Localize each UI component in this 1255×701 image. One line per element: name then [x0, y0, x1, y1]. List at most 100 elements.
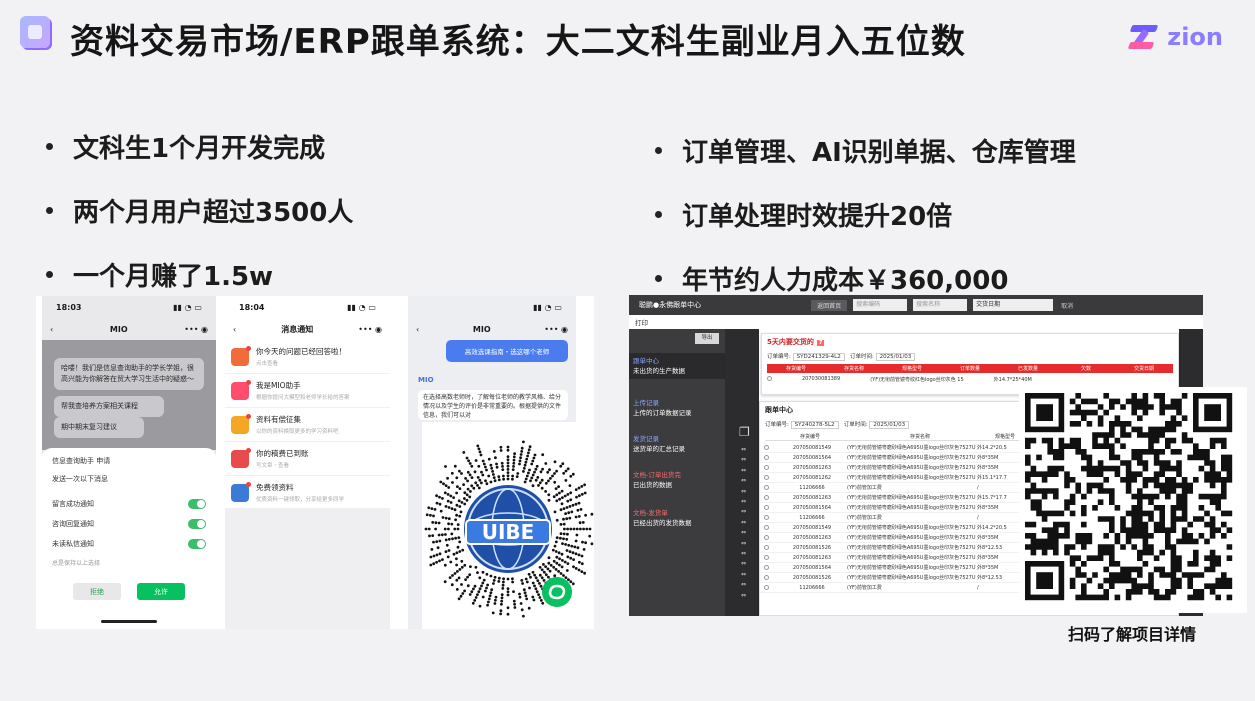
drag-handle-icon[interactable]: ⇔ — [741, 487, 747, 495]
signal-icon: ▮▮ ◔ ▭ — [533, 302, 562, 312]
row-radio[interactable] — [764, 535, 769, 540]
bullet-dot-icon — [655, 275, 662, 282]
drag-handle-icon[interactable]: ⇔ — [741, 466, 747, 474]
row-radio[interactable] — [764, 475, 769, 480]
bullet-dot-icon — [46, 271, 53, 278]
table-row[interactable]: 207050081564(YF)无衔前管镜粤磨砂绿色A695U墨logo丝印灰色… — [760, 563, 1178, 573]
drag-handle-icon[interactable]: ⇔ — [741, 518, 747, 526]
row-radio[interactable] — [764, 585, 769, 590]
drag-handle-icon[interactable]: ⇔ — [741, 570, 747, 578]
table-row[interactable]: 207050081263(YF)无衔前管镜粤磨砂绿色A695U墨logo丝印灰色… — [760, 463, 1178, 473]
row-radio[interactable] — [764, 485, 769, 490]
table-row[interactable]: 11206666(YF)前管加工费/ — [760, 513, 1178, 523]
back-icon[interactable]: ‹ — [50, 324, 54, 334]
deny-button[interactable]: 拒绝 — [73, 583, 121, 600]
table-row[interactable]: 207050081564(YF)无衔前管镜粤磨砂绿色A695U墨logo丝印灰色… — [760, 503, 1178, 513]
row-radio[interactable] — [764, 515, 769, 520]
more-icon[interactable]: ••• ◉ — [184, 324, 208, 334]
erp-print-bar[interactable]: 打印 — [629, 315, 1203, 329]
drag-handle-icon[interactable]: ⇔ — [741, 456, 747, 464]
drag-handle-icon[interactable]: ⇔ — [741, 477, 747, 485]
row-radio[interactable] — [764, 555, 769, 560]
erp-name-input[interactable]: 搜索名称 — [913, 299, 968, 311]
drag-handle-icon[interactable]: ⇔ — [741, 529, 747, 537]
table-row[interactable]: 207050081526(YF)无衔前管镜粤磨砂绿色A695U墨logo丝印灰色… — [760, 543, 1178, 553]
erp-cancel[interactable]: 取消 — [1061, 302, 1074, 310]
copy-icon[interactable]: ❐ — [739, 425, 750, 439]
drag-handle-icon[interactable]: ⇔ — [741, 539, 747, 547]
notification-item[interactable]: 免费领资料优质资料一键领取，分享给更多同学 — [225, 476, 390, 510]
toggle-row: 留言成功通知 — [52, 494, 206, 514]
erp-topbar: 聪鹏●永佛跟单中心 返回首页 搜索编码 搜索名称 交货日期 取消 — [629, 295, 1203, 315]
table-row[interactable]: 207050081549(YF)无衔前管镜粤磨砂绿色A695U墨logo丝印灰色… — [760, 443, 1178, 453]
erp-home-button[interactable]: 返回首页 — [811, 299, 848, 311]
chat-bubble[interactable]: 期中期末复习建议 — [54, 417, 144, 438]
table-row[interactable]: 207050081564(YF)无衔前管镜粤磨砂绿色A695U墨logo丝印灰色… — [760, 453, 1178, 463]
erp-date-filter[interactable]: 交货日期 — [973, 299, 1054, 311]
table-row[interactable]: 207050081262(YF)无衔前管镜粤磨砂绿色A695U墨logo丝印灰色… — [760, 473, 1178, 483]
table-row[interactable]: 207050081263(YF)无衔前管镜粤磨砂绿色A695U墨logo丝印灰色… — [760, 493, 1178, 503]
status-bar: 18:04▮▮ ◔ ▭ — [239, 302, 376, 312]
bullet-dot-icon — [655, 211, 662, 218]
phone-screen-notifications: 18:04▮▮ ◔ ▭ ‹ 消息通知 ••• ◉ 你今天的问题已经回答啦！点击查… — [225, 296, 390, 629]
row-radio[interactable] — [764, 455, 769, 460]
sheet-buttons: 拒绝 允许 — [52, 583, 206, 600]
back-icon[interactable]: ‹ — [233, 324, 237, 334]
mini-program-code-icon: UIBE — [424, 440, 594, 618]
signal-icon: ▮▮ ◔ ▭ — [173, 302, 202, 312]
table-row[interactable]: 207050081549(YF)无衔前管镜粤磨砂绿色A695U墨logo丝印灰色… — [760, 523, 1178, 533]
erp-sidebar-item[interactable]: 发货记录送货单的汇总记录 — [633, 435, 685, 453]
drag-handle-icon[interactable]: ⇔ — [741, 446, 747, 453]
erp-code-input[interactable]: 搜索编码 — [853, 299, 908, 311]
more-icon[interactable]: ••• ◉ — [544, 324, 568, 334]
row-radio[interactable] — [764, 565, 769, 570]
drag-handle-icon[interactable]: ⇔ — [741, 550, 747, 558]
row-radio[interactable] — [764, 465, 769, 470]
table-row[interactable]: 207050081526(YF)无衔前管镜粤磨砂绿色A695U墨logo丝印灰色… — [760, 573, 1178, 583]
toggle-switch[interactable] — [188, 539, 206, 549]
table-row[interactable]: 11206666(YF)前管加工费/ — [760, 583, 1178, 593]
notification-item[interactable]: 你今天的问题已经回答啦！点击查看 — [225, 340, 390, 374]
drag-handle-icon[interactable]: ⇔ — [741, 591, 747, 599]
back-icon[interactable]: ‹ — [416, 324, 420, 334]
allow-button[interactable]: 允许 — [137, 583, 185, 600]
bullet-item: 订单管理、AI识别单据、仓库管理 — [655, 132, 1076, 169]
status-bar: 18:03▮▮ ◔ ▭ — [56, 302, 202, 312]
drag-handle-icon[interactable]: ⇔ — [741, 581, 747, 589]
card-title: 跟单中心 — [765, 406, 793, 414]
erp-sidebar-item[interactable]: 文档-发货单已经出货的发货数据 — [633, 509, 692, 527]
row-radio[interactable] — [764, 545, 769, 550]
drag-handle-icon[interactable]: ⇔ — [741, 508, 747, 516]
chat-bubble[interactable]: 帮我查培养方案相关课程 — [54, 396, 164, 417]
remember-choice[interactable]: 总是保持以上选择 — [52, 560, 101, 567]
notification-icon — [231, 379, 251, 400]
toggle-switch[interactable] — [188, 519, 206, 529]
table-row[interactable]: 207050081263(YF)无衔前管镜粤磨砂绿色A695U墨logo丝印灰色… — [760, 533, 1178, 543]
erp-title: 聪鹏●永佛跟单中心 — [639, 301, 702, 309]
table-row[interactable]: 207050081263(YF)无衔前管镜粤磨砂绿色A695U墨logo丝印灰色… — [760, 553, 1178, 563]
erp-sidebar-item[interactable]: 跟单中心未出货的生产数据 — [629, 353, 725, 379]
erp-sidebar-item[interactable]: 文档-订单出货完已出货的数据 — [633, 471, 681, 489]
notification-item[interactable]: 我是MIO助手根据你提问大模型和老师学长给的答案 — [225, 374, 390, 408]
row-handles: ⇔ ⇔ ⇔ ⇔ ⇔ ⇔ ⇔ ⇔ ⇔ ⇔ ⇔ ⇔ ⇔ ⇔ ⇔ — [741, 445, 755, 615]
row-radio[interactable] — [764, 495, 769, 500]
row-radio[interactable] — [764, 505, 769, 510]
column-header: 存货名称 — [843, 366, 864, 372]
toggle-switch[interactable] — [188, 499, 206, 509]
erp-sidebar-item[interactable]: 上传记录上传的订单数据记录 — [633, 399, 692, 417]
drag-handle-icon[interactable]: ⇔ — [741, 498, 747, 506]
order-meta: 订单编号: SY240278-5L2 订单时间: 2025/01/03 — [760, 418, 1178, 430]
row-radio[interactable] — [764, 445, 769, 450]
bullet-dot-icon — [46, 207, 53, 214]
more-icon[interactable]: ••• ◉ — [358, 324, 382, 334]
phone-screen-subscribe: 18:03▮▮ ◔ ▭ ‹ MIO ••• ◉ 哈喽！我们是信息查询助手的学长学… — [42, 296, 216, 629]
row-radio[interactable] — [764, 575, 769, 580]
row-radio[interactable] — [764, 525, 769, 530]
notification-item[interactable]: 资料有偿征集以你的资料换取更多的学习资料吧 — [225, 408, 390, 442]
export-button[interactable]: 导出 — [695, 333, 719, 344]
notification-item[interactable]: 你的稿费已到账写文章・查看 — [225, 442, 390, 476]
drag-handle-icon[interactable]: ⇔ — [741, 560, 747, 568]
table-row[interactable]: 11206666(YF)前管加工费/ — [760, 483, 1178, 493]
